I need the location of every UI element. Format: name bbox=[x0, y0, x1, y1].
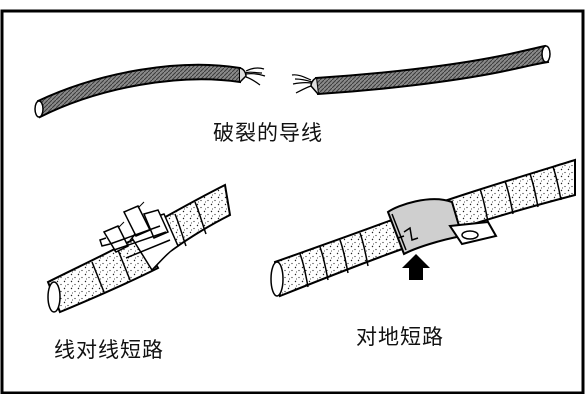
broken-wire-left bbox=[35, 65, 265, 117]
broken-wire-right bbox=[292, 46, 550, 94]
contact-arrow bbox=[402, 254, 430, 280]
broken-wire-label: 破裂的导线 bbox=[213, 117, 323, 147]
wire-to-wire-short-label: 线对线短路 bbox=[54, 334, 164, 364]
frayed-strands-right bbox=[292, 75, 312, 93]
wire-to-wire-short bbox=[48, 185, 230, 312]
frayed-strands-left bbox=[245, 68, 265, 85]
short-to-ground-label: 对地短路 bbox=[356, 321, 444, 351]
short-to-ground bbox=[271, 160, 575, 296]
